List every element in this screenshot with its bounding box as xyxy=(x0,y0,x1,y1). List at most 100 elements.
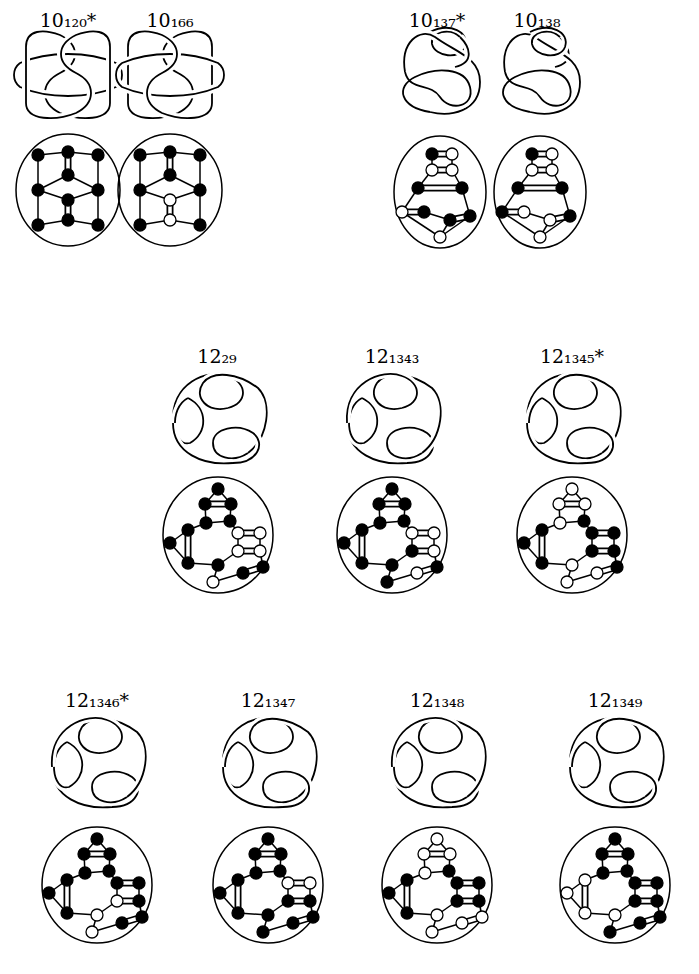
knot-gap xyxy=(419,719,486,797)
knot-strand xyxy=(403,70,471,112)
white-vertex xyxy=(426,926,438,938)
knot-strand xyxy=(419,719,486,797)
knot-diagram xyxy=(503,28,580,114)
white-vertex xyxy=(591,567,603,579)
black-vertex xyxy=(92,219,104,231)
black-vertex xyxy=(287,917,299,929)
black-vertex xyxy=(611,561,623,573)
black-vertex xyxy=(512,182,524,194)
knot-strand xyxy=(530,28,566,55)
black-vertex xyxy=(212,559,224,571)
outer-circle xyxy=(16,134,120,246)
black-vertex xyxy=(275,848,287,860)
black-vertex xyxy=(444,214,456,226)
knot-diagram xyxy=(403,28,480,114)
black-vertex xyxy=(426,148,438,160)
black-vertex xyxy=(604,926,616,938)
black-vertex xyxy=(401,907,413,919)
knot-graph xyxy=(16,134,120,246)
black-vertex xyxy=(464,210,476,222)
black-vertex xyxy=(91,833,103,845)
white-vertex xyxy=(566,483,578,495)
knot-gap xyxy=(530,28,566,55)
black-vertex xyxy=(182,524,194,536)
knot-graph xyxy=(517,477,627,593)
black-vertex xyxy=(622,848,634,860)
white-vertex xyxy=(561,887,573,899)
black-vertex xyxy=(401,874,413,886)
white-vertex xyxy=(526,164,538,176)
black-vertex xyxy=(164,537,176,549)
black-vertex xyxy=(79,867,91,879)
knot-strand xyxy=(128,31,212,118)
white-vertex xyxy=(164,194,176,206)
black-vertex xyxy=(651,895,663,907)
white-vertex xyxy=(86,926,98,938)
black-vertex xyxy=(629,895,641,907)
black-vertex xyxy=(257,561,269,573)
knot-graph xyxy=(118,134,222,246)
black-vertex xyxy=(412,182,424,194)
knot-strand xyxy=(52,718,122,767)
black-vertex xyxy=(194,219,206,231)
white-vertex xyxy=(456,917,468,929)
black-vertex xyxy=(608,527,620,539)
knot-strand xyxy=(527,423,587,463)
black-vertex xyxy=(182,557,194,569)
black-vertex xyxy=(451,877,463,889)
white-vertex xyxy=(254,545,266,557)
black-vertex xyxy=(194,149,206,161)
knot-gap xyxy=(116,54,224,96)
black-vertex xyxy=(496,206,508,218)
knot-strand xyxy=(54,742,82,787)
black-vertex xyxy=(104,848,116,860)
knot-gap xyxy=(223,767,283,807)
knot-name: 12₁₃₄₉ xyxy=(588,690,643,711)
outer-circle xyxy=(560,827,670,943)
black-vertex xyxy=(578,515,590,527)
knot-graph xyxy=(337,477,447,593)
white-vertex xyxy=(164,214,176,226)
knot-gap xyxy=(394,742,422,787)
knot-diagram xyxy=(527,374,621,463)
knot-gap xyxy=(403,70,471,112)
white-vertex xyxy=(544,214,556,226)
knot-gap xyxy=(26,31,110,118)
knot-gap xyxy=(455,37,469,67)
black-vertex xyxy=(304,895,316,907)
knot-strand xyxy=(223,767,283,807)
black-vertex xyxy=(62,169,74,181)
knot-diagram xyxy=(116,31,224,118)
knot-diagram xyxy=(14,31,122,118)
knot-gap xyxy=(79,719,146,797)
black-vertex xyxy=(526,148,538,160)
outer-circle xyxy=(163,477,273,593)
white-vertex xyxy=(418,848,430,860)
outer-circle xyxy=(337,477,447,593)
outer-circle xyxy=(42,827,152,943)
black-vertex xyxy=(224,515,236,527)
knot-diagram xyxy=(223,718,317,807)
black-vertex xyxy=(103,865,115,877)
black-vertex xyxy=(136,911,148,923)
black-vertex xyxy=(536,557,548,569)
black-vertex xyxy=(383,887,395,899)
black-vertex xyxy=(398,515,410,527)
black-vertex xyxy=(43,887,55,899)
knot-strand xyxy=(213,428,259,463)
white-vertex xyxy=(406,527,418,539)
knot-gap xyxy=(374,375,441,453)
knot-name: 10₁₃₈ xyxy=(513,10,560,31)
knot-gap xyxy=(173,423,233,463)
black-vertex xyxy=(274,865,286,877)
knot-strand xyxy=(26,31,110,118)
knot-strand xyxy=(14,54,122,96)
knot-gap xyxy=(610,772,656,807)
knot-name: 12₁₃₄₈ xyxy=(410,690,465,711)
black-vertex xyxy=(164,146,176,158)
black-vertex xyxy=(250,867,262,879)
knot-gap xyxy=(128,31,212,118)
knot-graph xyxy=(560,827,670,943)
black-vertex xyxy=(225,498,237,510)
